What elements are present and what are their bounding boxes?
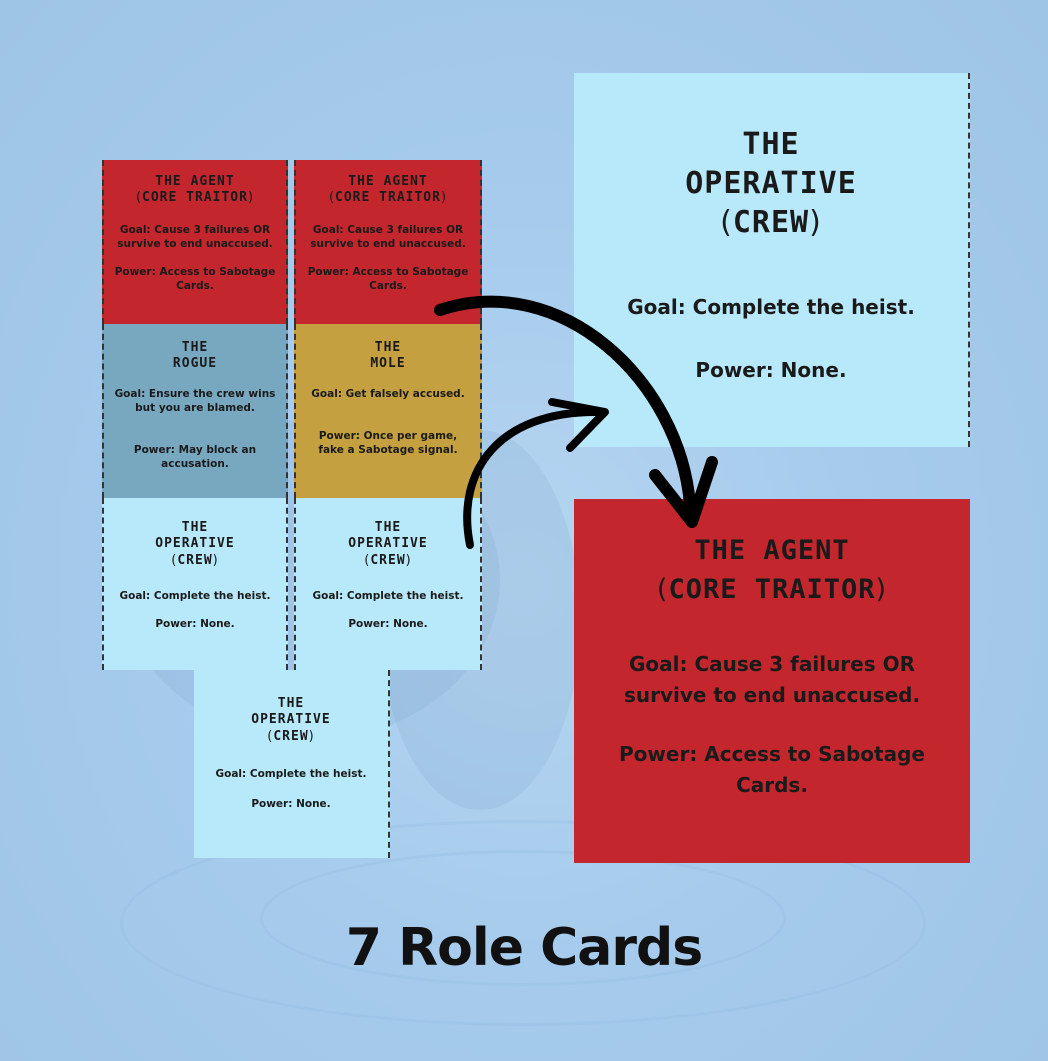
title-line-3: (CREW) xyxy=(194,729,388,745)
card-goal: Goal: Complete the heist. xyxy=(312,589,464,602)
title-line-1: THE xyxy=(742,127,800,162)
title-line-3: (CREW) xyxy=(296,553,480,569)
small-card-agent-1: THE AGENT (CORE TRAITOR) Goal: Cause 3 f… xyxy=(102,160,288,324)
card-goal: Goal: Complete the heist. xyxy=(119,589,271,602)
title-text: CREW xyxy=(273,728,309,744)
card-power: Power: Once per game, fake a Sabotage si… xyxy=(318,429,458,456)
arrow-to-operative xyxy=(463,398,609,549)
card-power: Power: None. xyxy=(348,617,428,630)
title-line-2: (CORE TRAITOR) xyxy=(296,190,480,206)
card-goal: Goal: Cause 3 failures OR survive to end… xyxy=(310,223,466,250)
card-goal: Goal: Get falsely accused. xyxy=(311,387,465,400)
card-power: Power: Access to Sabotage Cards. xyxy=(619,742,925,798)
small-card-operative-2: THE OPERATIVE (CREW) Goal: Complete the … xyxy=(294,498,482,670)
title-line-2: OPERATIVE xyxy=(251,712,331,728)
title-text: CORE TRAITOR xyxy=(668,574,876,606)
paren-close: ) xyxy=(212,552,219,568)
title-text: CREW xyxy=(370,552,406,568)
card-goal: Goal: Ensure the crew wins but you are b… xyxy=(114,387,276,414)
card-title: THE OPERATIVE (CREW) xyxy=(296,520,480,569)
title-line-2: ROGUE xyxy=(172,356,218,372)
paren-open: ( xyxy=(328,190,336,206)
small-card-rogue: THE ROGUE Goal: Ensure the crew wins but… xyxy=(102,324,288,498)
card-goal: Goal: Cause 3 failures OR survive to end… xyxy=(623,652,921,708)
paren-close: ) xyxy=(875,574,888,606)
title-line-1: THE AGENT xyxy=(694,535,850,566)
paren-close: ) xyxy=(405,552,412,568)
small-card-operative-3: THE OPERATIVE (CREW) Goal: Complete the … xyxy=(194,670,390,858)
title-line-1: THE AGENT xyxy=(348,174,428,189)
card-power: Power: None. xyxy=(251,797,331,810)
title-line-2: OPERATIVE xyxy=(685,166,857,201)
large-card-agent: THE AGENT (CORE TRAITOR) Goal: Cause 3 f… xyxy=(574,499,970,863)
title-line-1: THE xyxy=(277,696,305,711)
card-power: Power: Access to Sabotage Cards. xyxy=(114,265,276,293)
title-line-3: (CREW) xyxy=(574,203,968,242)
card-title: THE MOLE xyxy=(296,340,480,373)
arrow-to-agent xyxy=(434,295,718,528)
paren-open: ( xyxy=(171,552,178,568)
paren-open: ( xyxy=(364,552,371,568)
paren-close: ) xyxy=(809,205,822,240)
paren-close: ) xyxy=(247,190,255,206)
card-goal: Goal: Complete the heist. xyxy=(627,295,915,319)
card-title: THE OPERATIVE (CREW) xyxy=(194,696,388,745)
paren-open: ( xyxy=(720,205,733,240)
card-power: Power: Access to Sabotage Cards. xyxy=(307,265,469,293)
paren-open: ( xyxy=(135,190,143,206)
card-title: THE OPERATIVE (CREW) xyxy=(104,520,286,569)
card-power: Power: None. xyxy=(155,617,235,630)
title-text: CREW xyxy=(177,552,213,568)
card-goal: Goal: Complete the heist. xyxy=(215,767,367,780)
small-card-mole: THE MOLE Goal: Get falsely accused. Powe… xyxy=(294,324,482,498)
paren-open: ( xyxy=(656,574,669,606)
title-line-2: OPERATIVE xyxy=(155,536,235,552)
card-title: THE ROGUE xyxy=(104,340,286,373)
card-power: Power: None. xyxy=(695,358,847,382)
title-line-3: (CREW) xyxy=(104,553,286,569)
title-line-2: MOLE xyxy=(370,356,406,372)
small-card-agent-2: THE AGENT (CORE TRAITOR) Goal: Cause 3 f… xyxy=(294,160,482,324)
title-text: CORE TRAITOR xyxy=(142,190,248,206)
title-line-1: THE xyxy=(181,340,209,355)
small-card-operative-1: THE OPERATIVE (CREW) Goal: Complete the … xyxy=(102,498,288,670)
title-text: CORE TRAITOR xyxy=(335,190,441,206)
title-line-1: THE AGENT xyxy=(155,174,235,189)
caption: 7 Role Cards xyxy=(345,918,703,978)
paren-open: ( xyxy=(267,728,274,744)
card-goal: Goal: Cause 3 failures OR survive to end… xyxy=(117,223,273,250)
title-line-1: THE xyxy=(374,520,402,535)
card-title: THE AGENT (CORE TRAITOR) xyxy=(574,531,970,609)
title-line-2: OPERATIVE xyxy=(348,536,428,552)
title-line-1: THE xyxy=(374,340,402,355)
card-title: THE AGENT (CORE TRAITOR) xyxy=(104,174,286,207)
title-line-2: (CORE TRAITOR) xyxy=(574,570,970,609)
paren-close: ) xyxy=(440,190,448,206)
title-text: CREW xyxy=(732,205,810,240)
card-title: THE AGENT (CORE TRAITOR) xyxy=(296,174,480,207)
title-line-2: (CORE TRAITOR) xyxy=(104,190,286,206)
card-power: Power: May block an accusation. xyxy=(133,443,257,471)
title-line-1: THE xyxy=(181,520,209,535)
paren-close: ) xyxy=(308,728,315,744)
card-title: THE OPERATIVE (CREW) xyxy=(574,125,968,242)
